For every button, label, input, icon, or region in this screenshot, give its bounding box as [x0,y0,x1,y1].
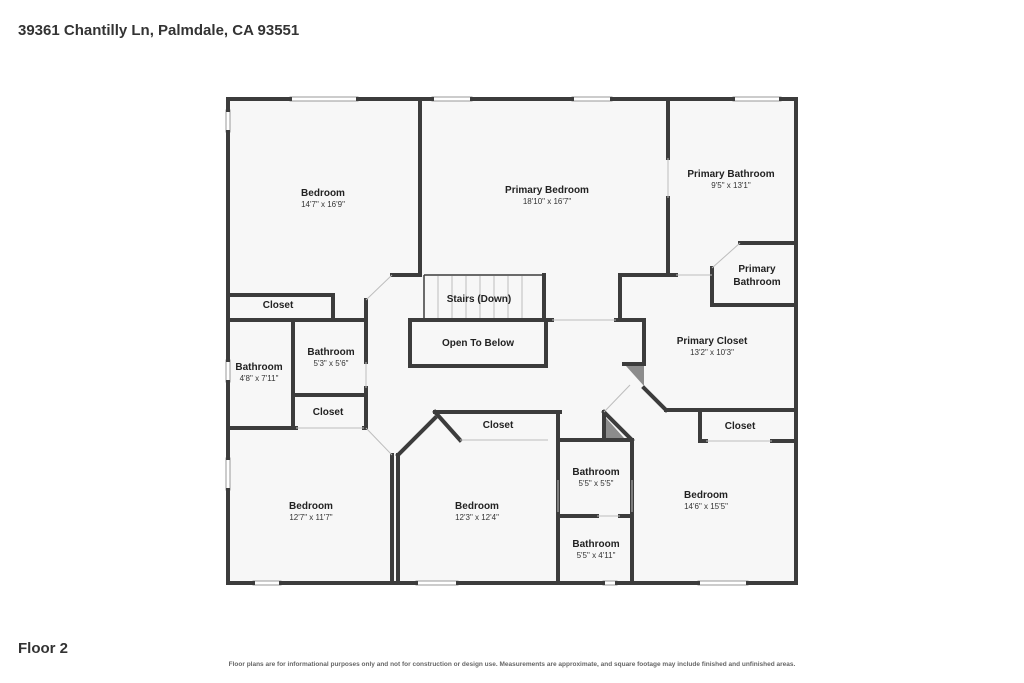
room-primary-closet-dims: 13'2" x 10'3" [690,348,734,357]
room-bathroom-w: Bathroom [235,362,282,373]
room-closet-mid-w: Closet [313,407,344,418]
room-open-below: Open To Below [442,338,514,349]
room-bedroom-se: Bedroom [684,490,728,501]
room-closet-nw: Closet [263,300,294,311]
room-bathroom-center-top: Bathroom [572,467,619,478]
room-bedroom-sw: Bedroom [289,501,333,512]
interior-walls [226,97,798,585]
property-address: 39361 Chantilly Ln, Palmdale, CA 93551 [18,22,300,39]
room-closet-se: Closet [725,421,756,432]
room-bedroom-sw-dims: 12'7" x 11'7" [289,513,332,522]
disclaimer: Floor plans are for informational purpos… [228,661,796,668]
room-bedroom-nw-dims: 14'7" x 16'9" [301,200,345,209]
room-closet-center: Closet [483,420,514,431]
floor-label: Floor 2 [18,640,69,657]
doorways [296,158,772,517]
room-primary-bathroom-small-line1: Primary [738,264,776,275]
room-bathroom-w-dims: 4'8" x 7'11" [240,374,279,383]
room-bathroom-center-top-dims: 5'5" x 5'5" [579,479,614,488]
room-primary-bathroom: Primary Bathroom [687,169,774,180]
stairs-treads [423,274,544,318]
room-bedroom-center-dims: 12'3" x 12'4" [455,513,499,522]
floor-area [228,99,796,583]
room-bedroom-nw: Bedroom [301,188,345,199]
room-stairs: Stairs (Down) [447,294,511,305]
room-primary-bathroom-small-line2: Bathroom [733,277,780,288]
room-bathroom-mid-w: Bathroom [307,347,354,358]
room-bathroom-center-bottom-dims: 5'5" x 4'11" [577,551,616,560]
chases [606,366,644,438]
room-bedroom-se-dims: 14'6" x 15'5" [684,502,728,511]
room-bathroom-center-bottom: Bathroom [572,539,619,550]
room-primary-closet: Primary Closet [677,336,748,347]
room-primary-bathroom-dims: 9'5" x 13'1" [711,181,751,190]
room-bedroom-center: Bedroom [455,501,499,512]
room-primary-bedroom: Primary Bedroom [505,185,589,196]
room-bathroom-mid-w-dims: 5'3" x 5'6" [314,359,349,368]
room-labels: Bedroom 14'7" x 16'9" Closet Bathroom 4'… [235,169,780,560]
exterior-walls [226,97,798,585]
room-primary-bedroom-dims: 18'10" x 16'7" [523,197,571,206]
